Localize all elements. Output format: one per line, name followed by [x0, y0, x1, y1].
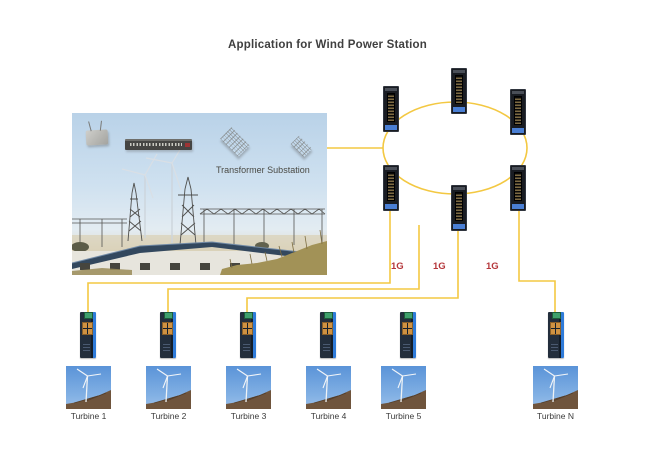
turbine-label-n: Turbine N: [536, 411, 574, 421]
turbine-photo-1: [66, 366, 111, 409]
ring-switch-top: [451, 68, 467, 114]
ring-switch-lower-right: [510, 165, 526, 211]
ring-switch-bottom: [451, 185, 467, 231]
link-speed-label-1: 1G: [391, 261, 404, 272]
turbine-label-3: Turbine 3: [230, 411, 267, 421]
turbine-label-1: Turbine 1: [70, 411, 107, 421]
ring-ellipse: [382, 101, 528, 195]
photo-wind-turbine: [144, 163, 173, 243]
substation-photo: Transformer Substation: [72, 113, 327, 275]
ring-switch-upper-left: [383, 86, 399, 132]
turbine-photo-n: [533, 366, 578, 409]
substation-gantry: [72, 208, 326, 247]
turbine-photo-4: [306, 366, 351, 409]
field-switch-turbine-3: [240, 312, 256, 358]
ring-switch-upper-right: [510, 89, 526, 135]
substation-scenery: [72, 139, 327, 275]
field-switch-turbine-4: [320, 312, 336, 358]
grass-foreground: [72, 229, 327, 275]
link-speed-label-3: 1G: [486, 261, 499, 272]
turbine-photo-5: [381, 366, 426, 409]
turbine1-link-line: [87, 208, 391, 313]
rackmount-switch-icon: [125, 139, 192, 150]
turbine-label-5: Turbine 5: [385, 411, 422, 421]
turbine-photo-2: [146, 366, 191, 409]
page-title: Application for Wind Power Station: [228, 39, 427, 51]
turbineN-link-line: [518, 207, 556, 313]
field-switch-turbine-2: [160, 312, 176, 358]
transmission-tower: [127, 176, 198, 246]
field-switch-turbine-n: [548, 312, 564, 358]
turbine3-link-line: [246, 228, 459, 313]
link-speed-label-2: 1G: [433, 261, 446, 272]
field-switch-turbine-5: [400, 312, 416, 358]
field-switch-turbine-1: [80, 312, 96, 358]
turbine2-link-line: [167, 225, 420, 313]
turbine-label-4: Turbine 4: [310, 411, 347, 421]
wireless-access-point-icon: [85, 120, 109, 146]
ring-switch-lower-left: [383, 165, 399, 211]
bush: [72, 242, 89, 252]
substation-label: Transformer Substation: [216, 165, 310, 175]
turbine-label-2: Turbine 2: [150, 411, 187, 421]
turbine-photo-3: [226, 366, 271, 409]
